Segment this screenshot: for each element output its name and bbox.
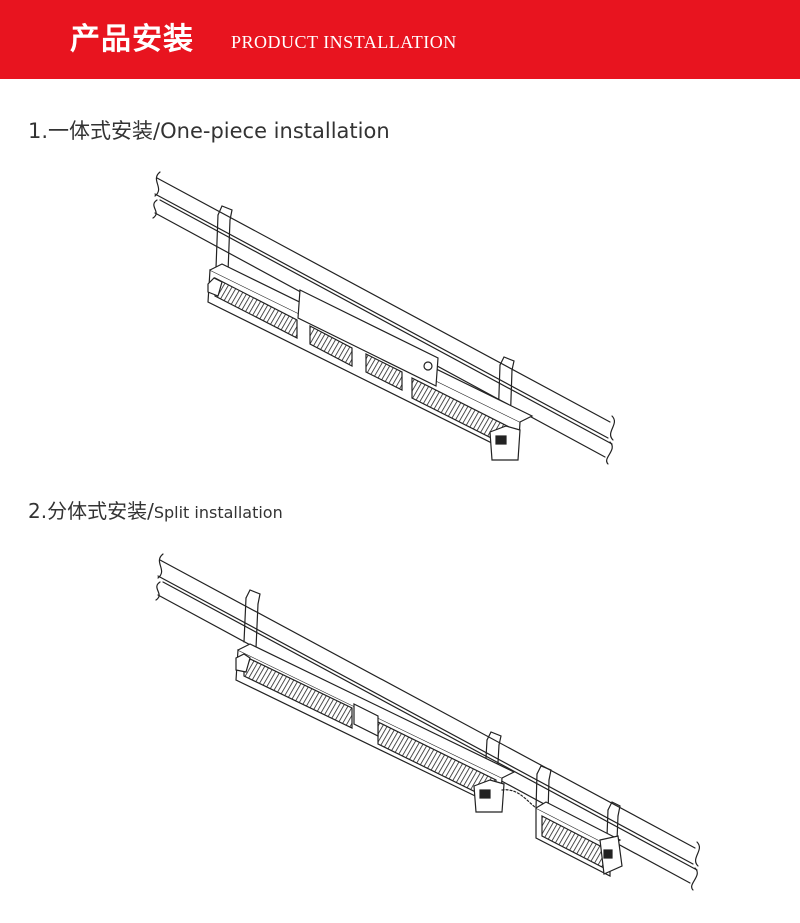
hanger-bracket-left (243, 589, 261, 649)
light-fixture-body (235, 643, 516, 813)
one-piece-installation-drawing (152, 171, 616, 465)
hanger-bracket-left (215, 205, 233, 273)
header-banner: 产品安装 PRODUCT INSTALLATION (0, 0, 800, 79)
section-1-heading-en: One-piece installation (160, 119, 390, 143)
section-1-heading: 1.一体式安装/One-piece installation (28, 117, 390, 145)
section-2-heading-en: Split installation (153, 503, 283, 522)
banner-title-cn: 产品安装 (70, 22, 194, 57)
section-2-heading-cn: 2.分体式安装/ (28, 499, 154, 523)
mounting-rail (152, 171, 616, 465)
section-1-heading-cn: 1.一体式安装/ (28, 119, 161, 143)
section-2-heading: 2.分体式安装/Split installation (28, 497, 283, 527)
driver-box (535, 801, 623, 877)
connection-cable (501, 789, 537, 809)
light-fixture-body (207, 263, 534, 461)
banner-title-en: PRODUCT INSTALLATION (231, 32, 457, 52)
split-installation-drawing (155, 553, 701, 891)
